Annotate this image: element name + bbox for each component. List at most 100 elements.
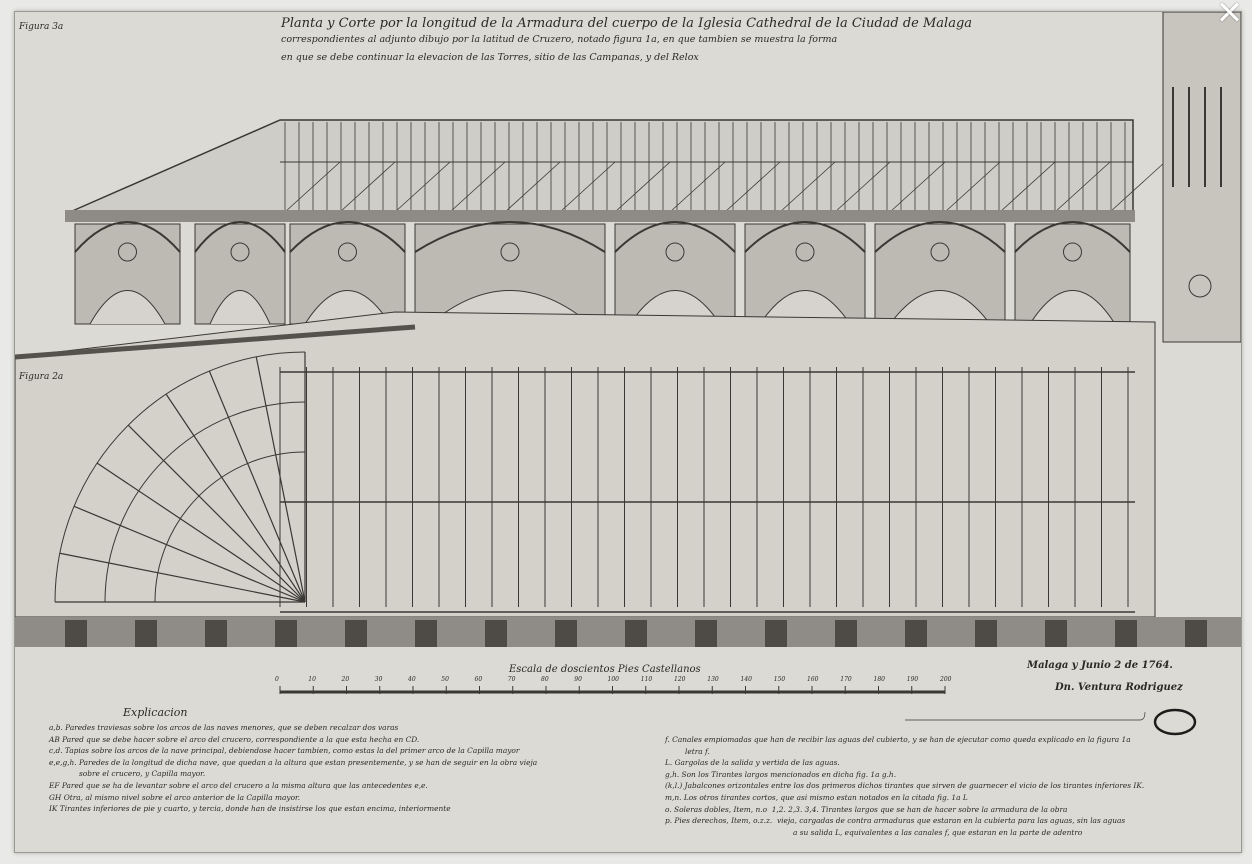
arch [614,221,736,253]
truss-brace [339,161,396,213]
legend-title: Explicacion [123,706,188,719]
pier-base [205,620,227,647]
scale-tick-label: 130 [707,676,719,683]
scale-tick-label: 120 [674,676,686,683]
scale-label: Escala de doscientos Pies Castellanos [509,664,701,675]
apse-rib [208,370,306,603]
legend-item-label: vieja, cargadas de contra armaduras que … [776,816,1126,826]
window-arch [209,290,271,325]
arch [414,221,606,253]
truss-brace [284,161,341,213]
pier-base [1115,620,1137,647]
close-icon[interactable] [1214,0,1244,26]
scale-tick-label: 110 [640,676,653,683]
legend-item: o. Soleras dobles, Item, n.o 1,2. 2,3. 3… [665,804,1144,816]
scale-tick-label: 200 [940,676,952,683]
legend-right: f. Canales empiomadas que han de recibir… [665,734,1144,838]
window-arch [89,290,166,325]
rosette [665,242,685,262]
truss-brace [1109,161,1166,213]
pier-base [135,620,157,647]
legend-item-label: p. Pies derechos, Item, o.z.z. [665,816,773,826]
figure-3-label: Figura 3a [19,22,64,32]
legend-item: EF Pared que se ha de levantar sobre el … [49,780,428,790]
truss-brace [724,161,781,213]
apse-arc [54,351,306,603]
scale-tick-label: 90 [574,676,582,683]
clock [1188,274,1212,298]
roof-truss [69,119,1134,218]
scale-tick-label: 80 [541,676,549,683]
arch [1014,221,1131,253]
drawing-title-line-2: correspondientes al adjunto dibujo por l… [281,34,838,45]
rosette [930,242,950,262]
floor-plan [15,311,1156,618]
pier-base [765,620,787,647]
figure-2-label: Figura 2a [19,372,64,382]
scale-tick-label: 160 [807,676,819,683]
scale-tick-label: 140 [740,676,752,683]
scale-tick-label: 10 [308,676,316,683]
pier-base [835,620,857,647]
scale-tick-label: 0 [275,676,279,683]
legend-item: p. Pies derechos, Item, o.z.z. vieja, ca… [665,815,1144,827]
arch [74,221,181,253]
pier-base [65,620,87,647]
legend-item: (k,l.) Jabalcones orizontales entre los … [665,781,1145,791]
legend-item: AB Pared que se debe hacer sobre el arco… [49,734,420,744]
rosette [118,242,137,262]
rosette [1063,242,1082,262]
arch [289,221,406,253]
truss-brace [1054,161,1111,213]
truss-brace [559,161,616,213]
window-arch [1029,290,1116,325]
architectural-drawing: Planta y Corte por la longitud de la Arm… [14,11,1242,853]
pier-base [275,620,297,647]
pier-base [555,620,577,647]
drawing-title-line-1: Planta y Corte por la longitud de la Arm… [281,16,973,31]
rosette [338,242,357,262]
arch [744,221,866,253]
signature-date: Malaga y Junio 2 de 1764. [1027,660,1173,671]
legend-item: GH Otra, al mismo nivel sobre el arco an… [49,792,301,802]
bracket-line [905,711,1146,721]
truss-brace [449,161,506,213]
legend-left: a,b. Paredes traviesas sobre los arcos d… [49,722,537,815]
legend-item: IK Tirantes inferiores de pie y cuarto, … [49,804,451,814]
truss-brace [834,161,891,213]
legend-item: c,d. Tapias sobre los arcos de la nave p… [49,746,520,756]
drawing-title-line-3: en que se debe continuar la elevacion de… [281,52,699,63]
truss-brace [669,161,726,213]
truss-brace [394,161,451,213]
scale-tick-label: 30 [374,676,383,683]
arch [194,221,286,253]
tower [1162,12,1241,343]
pier-base [1185,620,1207,647]
pier-base [695,620,717,647]
pier-base [345,620,367,647]
apse-arc [104,401,306,603]
section-edge [15,324,416,360]
pier-base [905,620,927,647]
scale-tick-label: 40 [408,676,416,683]
drawing-artwork [15,12,1241,736]
scale-tick-label: 70 [507,676,516,683]
apse-rib [165,393,306,603]
legend-item: L. Gargolas de la salida y vertida de la… [665,758,840,768]
apse-rib [96,462,306,603]
apse-rib [59,552,306,603]
scale-tick-label: 180 [873,676,885,683]
scale-tick-label: 20 [341,676,350,683]
legend-item: a su salida L, equivalentes a las canale… [793,827,1083,837]
apse-arc [154,451,306,603]
rosette [795,242,815,262]
truss-brace [614,161,671,213]
signature-flourish [1153,708,1197,736]
legend-item: m,n. Los otros tirantes cortos, que asi … [665,792,968,802]
legend-item: g,h. Son los Tirantes largos mencionados… [665,769,897,779]
cornice [65,210,1135,222]
arch [874,221,1006,253]
pier-base [625,620,647,647]
rosette [500,242,520,262]
